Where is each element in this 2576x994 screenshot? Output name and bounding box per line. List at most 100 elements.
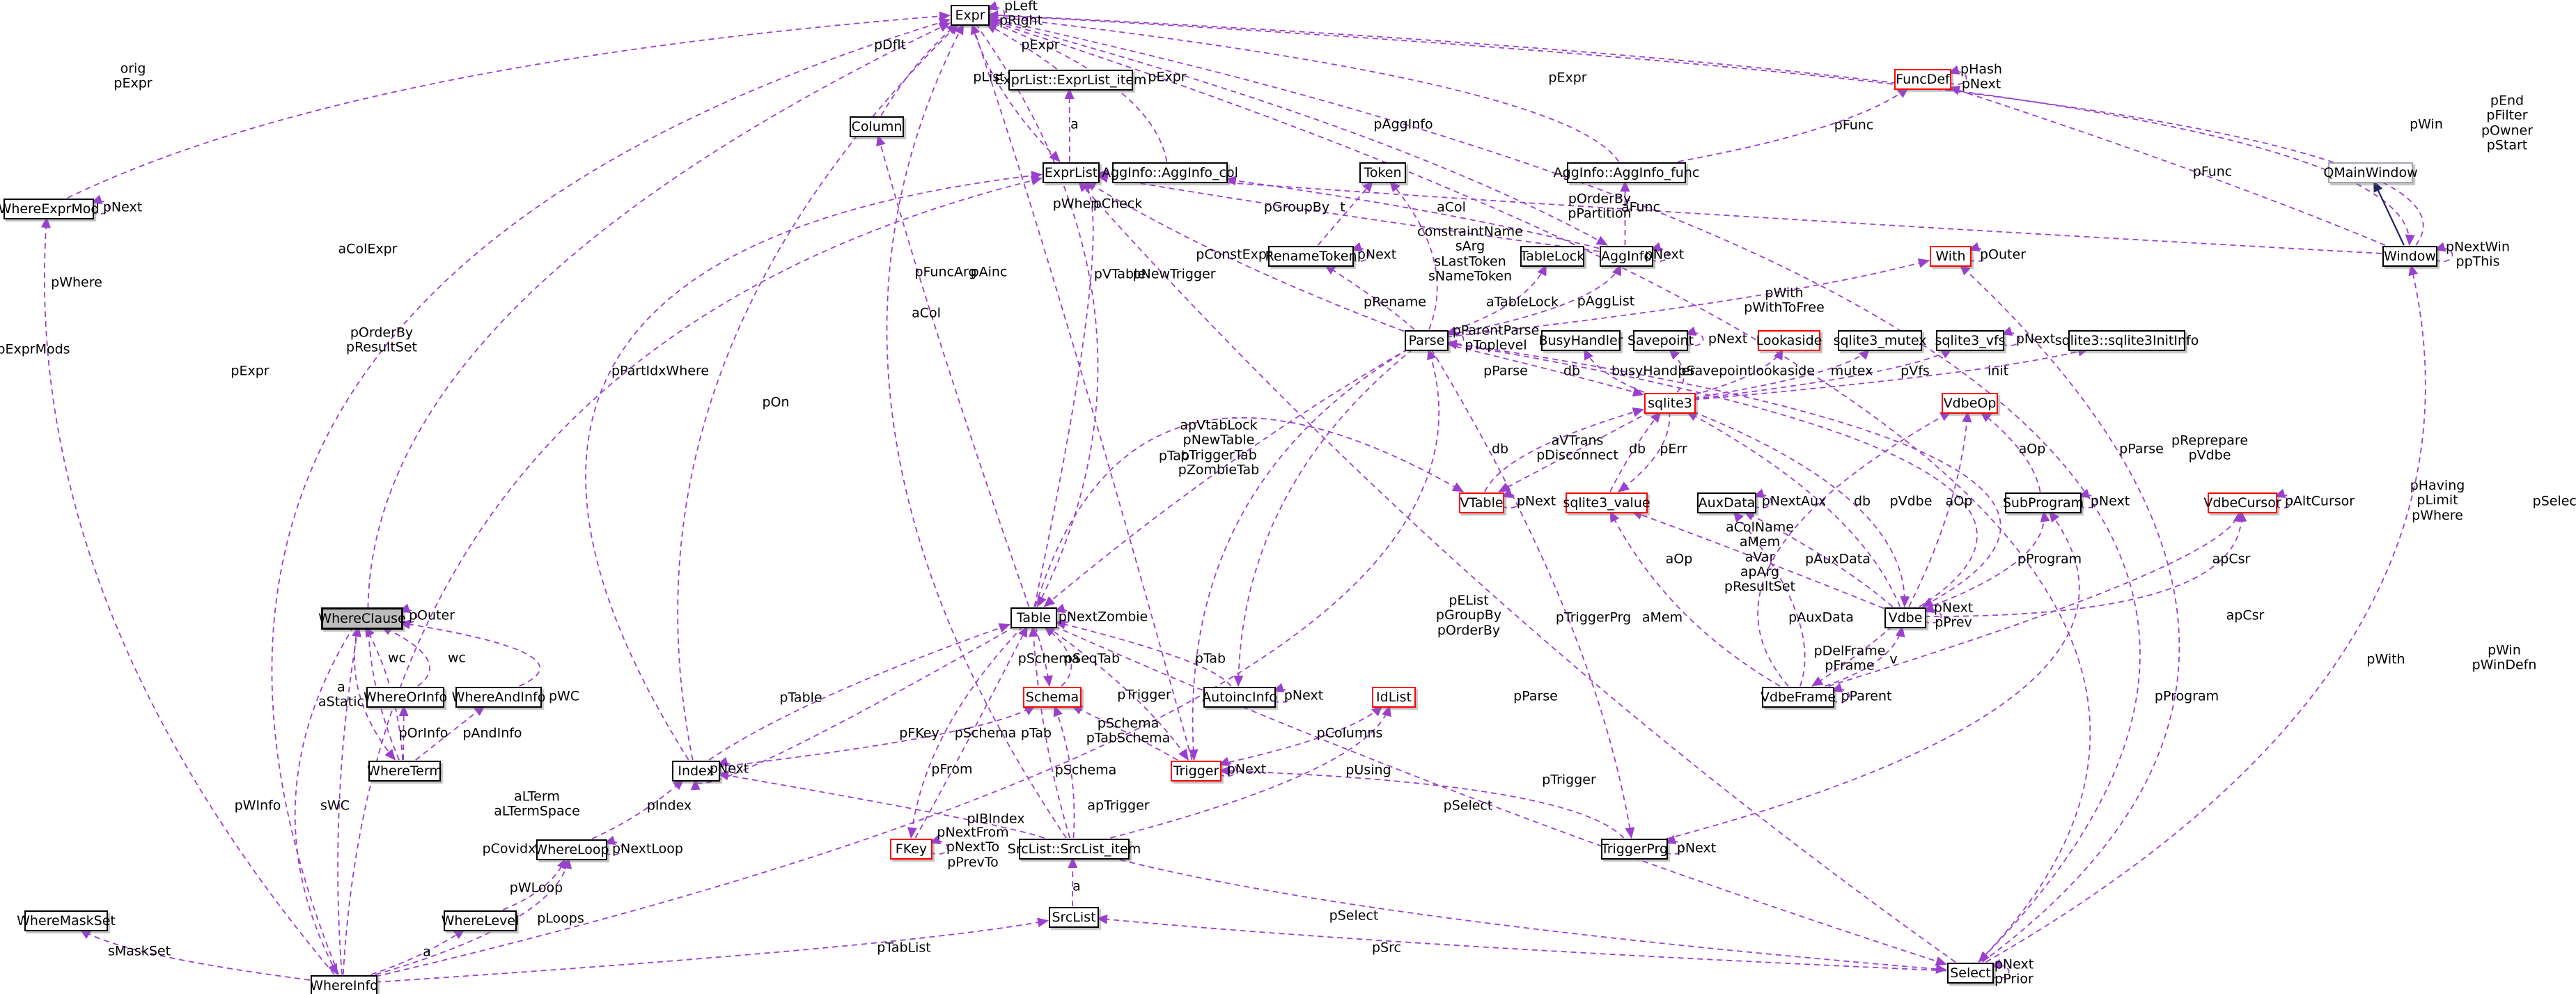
node-BusyHandler[interactable]: BusyHandler	[1538, 330, 1623, 351]
node-AutoincInfo[interactable]: AutoincInfo	[1202, 687, 1277, 708]
member-edge	[1446, 264, 1622, 336]
node-VTable[interactable]: VTable	[1459, 492, 1504, 513]
node-QMainWindow[interactable]: QMainWindow	[2323, 162, 2418, 183]
node-Select[interactable]: Select	[1947, 963, 1994, 984]
node-Column[interactable]: Column	[850, 116, 904, 137]
node-IdList[interactable]: IdList	[1372, 687, 1416, 708]
member-edge	[1350, 242, 1370, 262]
node-Lookaside[interactable]: Lookaside	[1756, 330, 1822, 351]
member-edge	[1685, 326, 1704, 346]
member-edge	[1446, 258, 1930, 338]
node-AggInfo[interactable]: AggInfo	[1600, 246, 1653, 267]
member-edge	[1650, 242, 1669, 262]
node-Expr[interactable]: Expr	[951, 5, 990, 26]
member-edge	[914, 626, 1029, 839]
member-edge	[876, 134, 1030, 607]
member-edge	[1733, 511, 1806, 687]
member-edge	[987, 12, 1620, 162]
member-edge	[1085, 180, 1405, 332]
inheritance-edge	[2373, 180, 2405, 246]
member-edge	[1923, 511, 2050, 610]
member-edge	[717, 705, 1036, 768]
node-Vdbe[interactable]: Vdbe	[1884, 607, 1926, 628]
node-TriggerPrg[interactable]: TriggerPrg	[1601, 839, 1668, 860]
node-WhereMaskSet[interactable]: WhereMaskSet	[17, 910, 116, 931]
node-Sqlite3InitInfo[interactable]: sqlite3::sqlite3InitInfo	[2055, 330, 2199, 351]
member-edge	[1757, 411, 1952, 687]
member-edge	[1033, 180, 1094, 607]
node-AggInfoFunc[interactable]: AggInfo::AggInfo_func	[1554, 162, 1699, 183]
node-TableLock[interactable]: TableLock	[1520, 246, 1584, 267]
node-VdbeCursor[interactable]: VdbeCursor	[2203, 492, 2281, 513]
node-Window[interactable]: Window	[2382, 246, 2437, 267]
node-WhereClause[interactable]: WhereClause	[318, 607, 406, 630]
node-SrcList[interactable]: SrcList	[1049, 907, 1099, 928]
member-edge	[907, 626, 1024, 839]
member-edge	[1743, 511, 1894, 607]
member-edge	[398, 603, 418, 623]
member-edge	[375, 348, 1440, 977]
node-Table[interactable]: Table	[1010, 607, 1057, 628]
node-Token[interactable]: Token	[1359, 162, 1406, 183]
node-FKey[interactable]: FKey	[890, 839, 932, 860]
member-edge	[1054, 626, 1947, 966]
member-edge	[79, 929, 311, 981]
node-Sqlite3Vfs[interactable]: sqlite3_vfs	[1935, 330, 2006, 351]
node-RenameToken[interactable]: RenameToken	[1265, 246, 1357, 267]
node-Sqlite3Value[interactable]: sqlite3_value	[1563, 492, 1650, 513]
node-WhereExprMod[interactable]: WhereExprMod	[0, 199, 99, 219]
member-edge	[970, 23, 1193, 761]
node-Sqlite3[interactable]: sqlite3	[1644, 393, 1696, 414]
node-Trigger[interactable]: Trigger	[1171, 761, 1221, 782]
member-edge	[2078, 488, 2098, 508]
node-SrcListItem[interactable]: SrcList::SrcList_item	[1008, 839, 1141, 860]
node-WhereLevel[interactable]: WhereLevel	[442, 910, 519, 931]
member-edge	[1753, 488, 1772, 508]
member-edge	[1825, 626, 1905, 687]
member-edge	[502, 857, 567, 910]
node-WhereLoop[interactable]: WhereLoop	[534, 839, 609, 860]
member-edge	[1219, 766, 1625, 839]
node-SubProgram[interactable]: SubProgram	[2003, 492, 2084, 513]
node-FuncDef[interactable]: FuncDef	[1894, 69, 1951, 90]
node-ExprListItem[interactable]: ExprList::ExprList_item	[995, 70, 1146, 91]
member-edge	[294, 626, 355, 975]
node-Parse[interactable]: Parse	[1405, 330, 1449, 351]
node-AuxData[interactable]: AuxData	[1697, 492, 1756, 513]
member-edge	[1828, 511, 2243, 687]
node-With[interactable]: With	[1930, 246, 1972, 267]
node-ExprList[interactable]: ExprList	[1043, 162, 1100, 183]
member-edge	[1077, 180, 1956, 963]
node-Sqlite3Mutex[interactable]: sqlite3_mutex	[1834, 330, 1926, 351]
member-edge	[380, 626, 430, 687]
member-edge	[1218, 756, 1238, 777]
member-edge	[367, 22, 951, 761]
member-edge	[1110, 857, 1947, 974]
member-edge	[337, 626, 362, 975]
member-edge	[1498, 411, 1651, 492]
member-edge	[1096, 914, 1947, 972]
member-edge	[1317, 180, 1374, 246]
member-edge	[1110, 705, 1391, 839]
member-edge	[1985, 264, 2426, 963]
node-AggInfoCol[interactable]: AggInfo::AggInfo_col	[1102, 162, 1238, 183]
node-VdbeOp[interactable]: VdbeOp	[1942, 393, 1998, 414]
member-edge	[1029, 626, 1071, 839]
member-edge	[342, 176, 1043, 975]
node-WhereOrInfo[interactable]: WhereOrInfo	[364, 687, 447, 708]
node-Schema[interactable]: Schema	[1023, 687, 1082, 708]
node-Index[interactable]: Index	[672, 761, 720, 782]
member-edge	[1484, 407, 1644, 492]
node-VdbeFrame[interactable]: VdbeFrame	[1761, 687, 1836, 708]
node-Savepoint[interactable]: Savepoint	[1627, 330, 1694, 351]
member-edge	[1923, 603, 1942, 623]
node-WhereInfo[interactable]: WhereInfo	[310, 975, 378, 994]
node-WhereTerm[interactable]: WhereTerm	[367, 761, 442, 782]
member-edge	[1948, 65, 1967, 85]
member-edge	[1233, 348, 1414, 687]
member-edge	[1053, 705, 1075, 839]
member-edge	[1664, 834, 1684, 855]
member-edge	[1501, 488, 1520, 508]
member-edge	[1693, 347, 2089, 401]
node-WhereAndInfo[interactable]: WhereAndInfo	[452, 687, 545, 708]
